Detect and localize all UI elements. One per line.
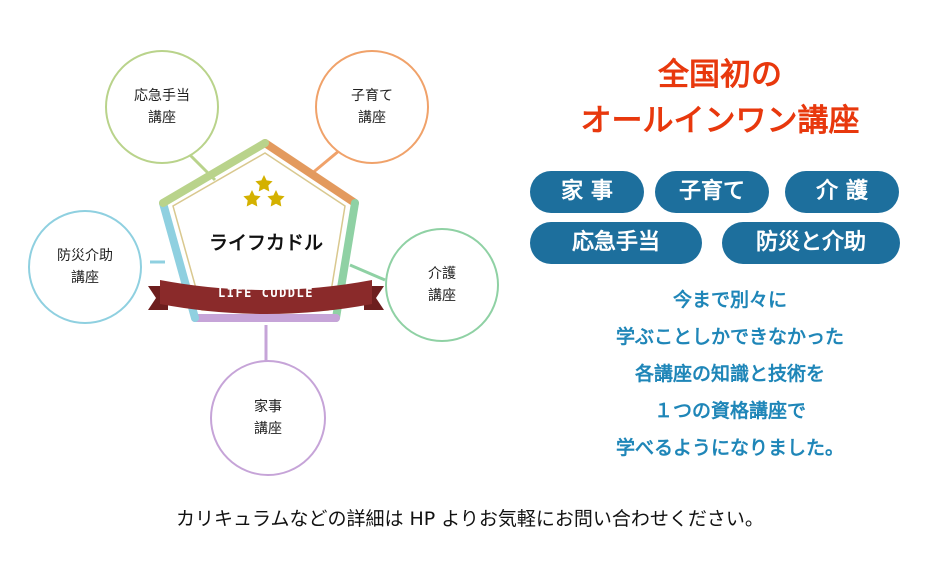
emblem-edge (159, 139, 269, 207)
course-circle-childcare: 子育て 講座 (315, 50, 429, 164)
emblem-title: ライフカドル (208, 232, 323, 254)
course-circle-nursing: 介護 講座 (385, 228, 499, 342)
course-suffix: 講座 (148, 110, 176, 126)
course-circle-housework: 家事 講座 (210, 360, 326, 476)
pill-childcare: 子育て (655, 171, 769, 213)
course-name: 子育て (351, 88, 393, 104)
description-line: 学べるようになりました。 (615, 437, 844, 459)
connector-line (349, 263, 386, 282)
course-suffix: 講座 (358, 110, 386, 126)
headline-line1: 全国初の (658, 57, 782, 93)
diagram-graphic (148, 139, 386, 362)
course-diagram: ライフカドル LIFE CUDDLE 応急手当 講座 子育て 講座 防災介助 講… (0, 0, 520, 490)
course-name: 防災介助 (57, 248, 113, 264)
course-suffix: 講座 (254, 421, 282, 437)
course-suffix: 講座 (428, 288, 456, 304)
course-name: 介護 (428, 266, 456, 282)
ribbon-banner (160, 280, 372, 314)
connector-line (309, 148, 341, 177)
footer-note: カリキュラムなどの詳細は HP よりお気軽にお問い合わせください。 (176, 508, 764, 530)
pill-disaster-care: 防災と介助 (722, 222, 900, 264)
course-circle-first-aid: 応急手当 講座 (105, 50, 219, 164)
headline-line2: オールインワン講座 (580, 103, 860, 139)
emblem-edge (261, 139, 359, 207)
course-suffix: 講座 (71, 270, 99, 286)
description-line: 各講座の知識と技術を (634, 363, 825, 385)
description-line: 今まで別々に (672, 289, 787, 311)
course-name: 家事 (254, 399, 282, 415)
pill-nursing: 介 護 (785, 171, 899, 213)
course-circle-disaster-care: 防災介助 講座 (28, 210, 142, 324)
star-icon (267, 190, 285, 207)
pill-housework: 家 事 (530, 171, 644, 213)
description-line: 学ぶことしかできなかった (615, 326, 844, 348)
course-name: 応急手当 (134, 88, 190, 104)
pill-first-aid: 応急手当 (530, 222, 702, 264)
star-icon (255, 175, 273, 192)
description-line: １つの資格講座で (653, 400, 806, 422)
star-icon (243, 190, 261, 207)
ribbon-text: LIFE CUDDLE (218, 286, 314, 300)
